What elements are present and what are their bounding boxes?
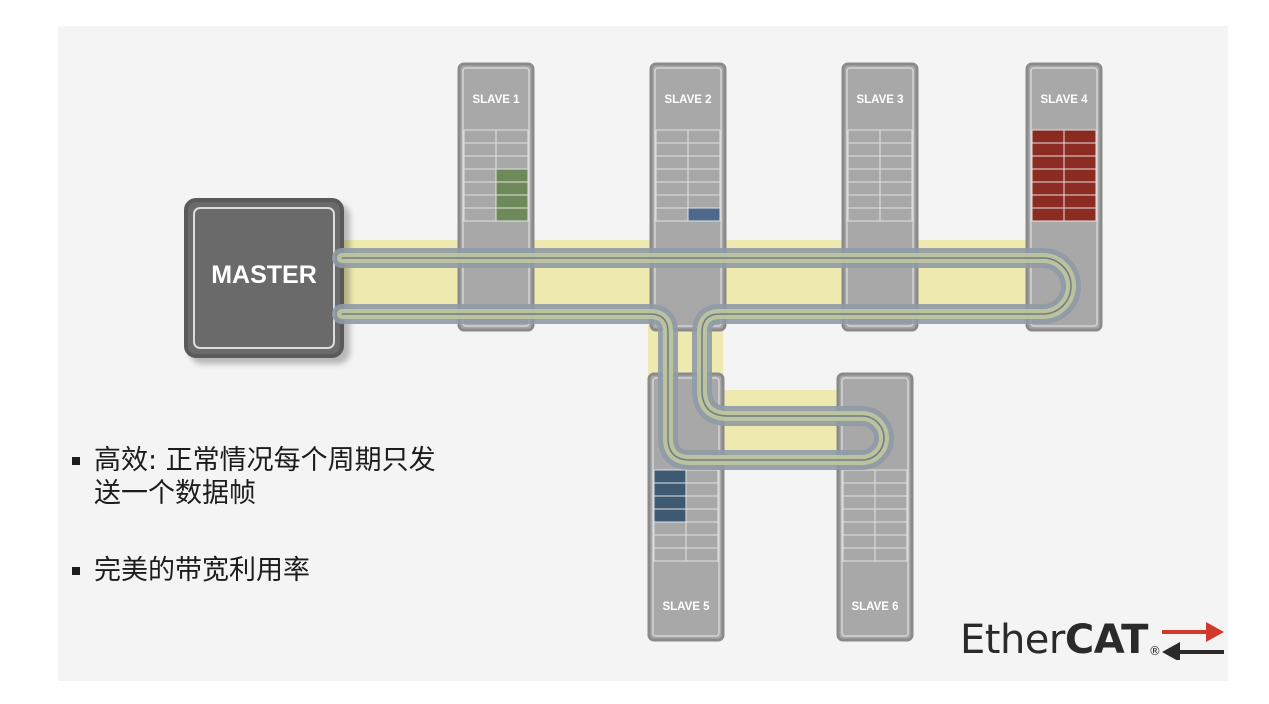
slave-inner-border bbox=[841, 377, 909, 637]
slave-label: SLAVE 1 bbox=[472, 94, 520, 106]
bullet-text: 完美的带宽利用率 bbox=[94, 554, 310, 587]
slave-label: SLAVE 6 bbox=[851, 601, 898, 613]
slave-register-cell bbox=[495, 181, 529, 196]
slave-inner-border bbox=[654, 67, 722, 327]
slave-register-cell bbox=[653, 508, 687, 523]
slave-inner-border bbox=[846, 67, 914, 327]
bullet-line: 高效: 正常情况每个周期只发 bbox=[94, 445, 436, 476]
slave-inner-border bbox=[1030, 67, 1098, 327]
slave-label: SLAVE 4 bbox=[1040, 94, 1088, 106]
slave-register-cell bbox=[1063, 181, 1097, 196]
frame-path-edge bbox=[341, 257, 1072, 461]
bullet-item: 高效: 正常情况每个周期只发 送一个数据帧 bbox=[70, 444, 510, 510]
slave-register-cell bbox=[1031, 181, 1065, 196]
slave-register-cell bbox=[1063, 207, 1097, 222]
bullet-marker bbox=[72, 457, 80, 465]
master-label: MASTER bbox=[211, 261, 317, 289]
slave-register-cell bbox=[1031, 207, 1065, 222]
slave-register-cell bbox=[685, 547, 719, 562]
slave-device: SLAVE 1 bbox=[457, 62, 535, 332]
slave-inner-border bbox=[652, 377, 720, 637]
slave-inner-border bbox=[462, 67, 530, 327]
slave-register-cell bbox=[495, 194, 529, 209]
slave-register-cell bbox=[1063, 168, 1097, 183]
slave-register-cell bbox=[687, 207, 721, 222]
slave-device: SLAVE 2 bbox=[649, 62, 727, 332]
slave-register-cell bbox=[1031, 142, 1065, 157]
slave-register-cell bbox=[879, 207, 913, 222]
slave-label: SLAVE 5 bbox=[662, 601, 710, 613]
bullet-list: 高效: 正常情况每个周期只发 送一个数据帧 完美的带宽利用率 bbox=[70, 444, 510, 631]
bullet-marker bbox=[72, 567, 80, 575]
slave-register-cell bbox=[1063, 129, 1097, 144]
slave-register-cell bbox=[653, 495, 687, 510]
bullet-line: 完美的带宽利用率 bbox=[94, 555, 310, 586]
slave-register-cell bbox=[1063, 155, 1097, 170]
slave-label: SLAVE 3 bbox=[856, 94, 903, 106]
slave-register-cell bbox=[495, 168, 529, 183]
bullet-line: 送一个数据帧 bbox=[94, 478, 256, 509]
slave-register-cell bbox=[874, 547, 908, 562]
slave-register-cell bbox=[1031, 194, 1065, 209]
slave-register-cell bbox=[1063, 142, 1097, 157]
slave-register-cell bbox=[1031, 168, 1065, 183]
logo-arrows-icon bbox=[1162, 622, 1225, 660]
slave-register-cell bbox=[653, 469, 687, 484]
bullet-item: 完美的带宽利用率 bbox=[70, 554, 510, 587]
bullet-text: 高效: 正常情况每个周期只发 送一个数据帧 bbox=[94, 444, 436, 510]
slave-register-cell bbox=[1031, 129, 1065, 144]
slave-device: SLAVE 3 bbox=[841, 62, 919, 332]
slave-register-cell bbox=[495, 207, 529, 222]
logo-strong: CAT bbox=[1064, 617, 1149, 663]
slave-register-cell bbox=[1063, 194, 1097, 209]
slave-register-cell bbox=[653, 482, 687, 497]
logo-prefix: Ether bbox=[960, 617, 1065, 663]
slave-register-cell bbox=[1031, 155, 1065, 170]
frame-path-group bbox=[332, 248, 1081, 470]
master-device: MASTER bbox=[184, 198, 344, 358]
logo-registered-mark: ® bbox=[1148, 644, 1161, 658]
slave-label: SLAVE 2 bbox=[664, 94, 711, 106]
